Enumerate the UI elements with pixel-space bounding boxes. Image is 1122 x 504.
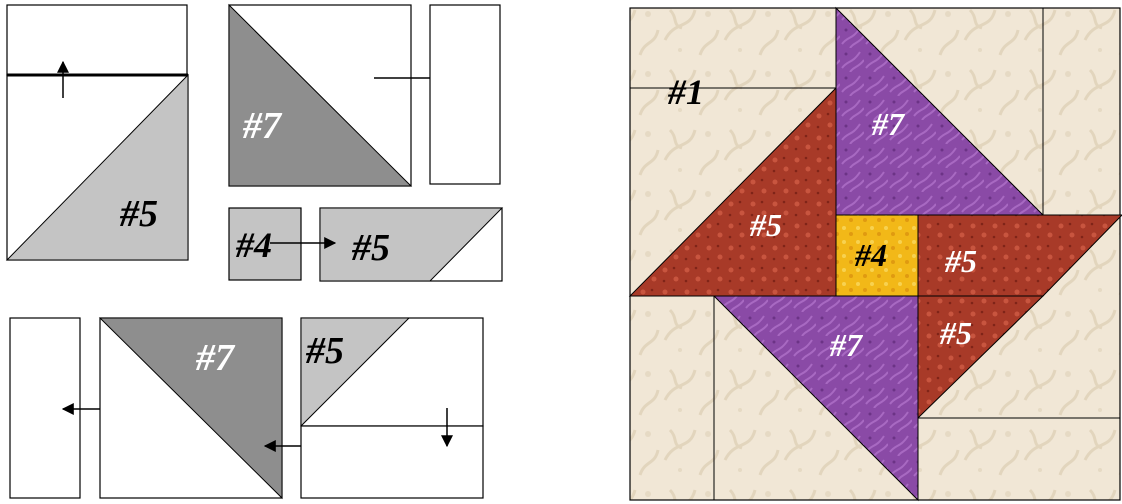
quilt-label-7-top: #7 <box>871 106 906 142</box>
step-1-triangle-5 <box>5 73 189 261</box>
step-4-left-rectangle <box>9 317 81 499</box>
step-1-top-rectangle <box>6 4 188 76</box>
step-2-label-7: #7 <box>242 105 283 147</box>
step-2-triangle-7 <box>228 3 413 187</box>
step-4-triangle-5 <box>300 317 411 428</box>
step-2-group: #7 <box>228 3 501 187</box>
step-3-square-4 <box>228 207 302 281</box>
step-2-side-rectangle <box>429 4 501 185</box>
finished-quilt-block: #1 #7 #5 #4 #5 #5 #7 <box>628 6 1122 502</box>
step-1-group: #5 <box>5 4 189 261</box>
quilt-label-1: #1 <box>667 72 704 112</box>
quilt-label-5-right: #5 <box>944 243 977 279</box>
step-1-label-5: #5 <box>119 193 158 235</box>
purple-triangle-bottom <box>712 295 919 502</box>
step-3-label-4: #4 <box>235 225 272 265</box>
step-3-label-5: #5 <box>351 227 390 269</box>
gold-center-square <box>835 214 919 297</box>
step-3-trapezoid-5 <box>319 207 504 282</box>
quilt-label-5-left: #5 <box>749 207 782 243</box>
step-4-label-7: #7 <box>195 337 236 379</box>
quilt-label-7-bottom: #7 <box>829 327 864 363</box>
step-4-bottom-rectangle <box>300 425 484 499</box>
background-seams <box>630 8 1120 500</box>
step-4-label-5: #5 <box>305 330 344 372</box>
quilt-label-5-bottom: #5 <box>939 315 972 351</box>
step-4-triangle-7 <box>98 317 283 500</box>
step-4-group: #7 #5 <box>9 317 484 500</box>
step-3-group: #4 #5 <box>228 207 504 282</box>
quilt-label-4: #4 <box>854 237 887 273</box>
